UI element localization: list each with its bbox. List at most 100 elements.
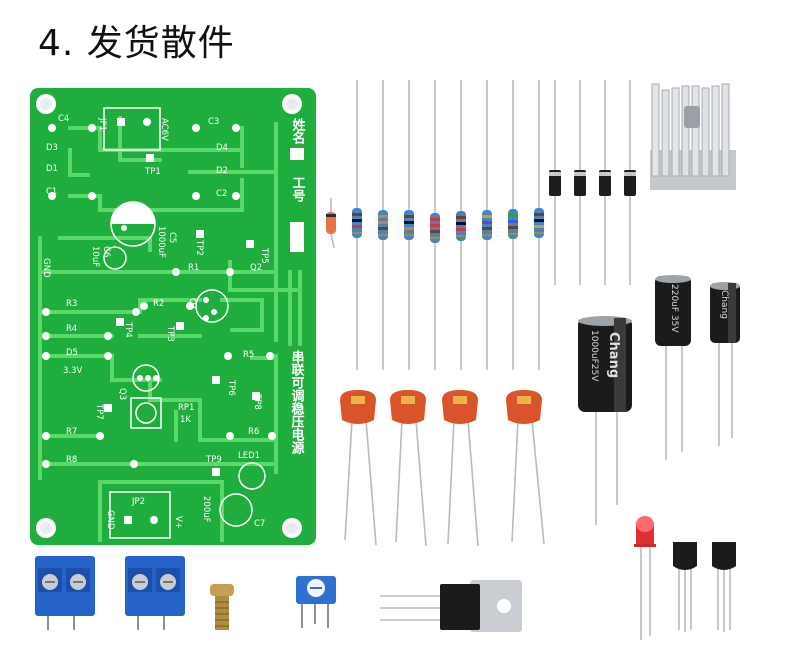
label-tp4: TP4 bbox=[123, 321, 133, 338]
label-jp2: JP2 bbox=[131, 497, 145, 507]
id-field-box bbox=[290, 222, 304, 252]
resistor bbox=[430, 80, 440, 370]
label-d4: D4 bbox=[216, 143, 228, 153]
pcb-mounting-holes bbox=[36, 94, 302, 538]
label-c6-value: 10uF bbox=[90, 246, 100, 267]
electrolytic-capacitor-small: Chang bbox=[710, 282, 740, 446]
label-gnd-bottom: GND bbox=[105, 510, 115, 530]
label-jp1: JP1 bbox=[97, 117, 107, 131]
label-rp1: RP1 bbox=[178, 403, 194, 413]
c6-footprint bbox=[103, 246, 127, 270]
rectifier-diode bbox=[549, 80, 561, 285]
label-tp8: TP8 bbox=[252, 393, 262, 410]
heatsink bbox=[650, 83, 736, 190]
label-r7: R7 bbox=[66, 427, 77, 437]
label-c3: C3 bbox=[208, 117, 219, 127]
label-tp7: TP7 bbox=[94, 403, 104, 420]
cap-large-rating: 1000uF25V bbox=[589, 330, 599, 382]
ceramic-capacitor bbox=[340, 390, 377, 546]
transistor bbox=[712, 542, 736, 632]
name-field-box bbox=[290, 148, 304, 160]
label-c4: C4 bbox=[58, 114, 69, 124]
label-tp2: TP2 bbox=[194, 239, 204, 256]
label-tp9: TP9 bbox=[205, 455, 222, 465]
label-q2: Q2 bbox=[250, 263, 262, 273]
label-r4: R4 bbox=[66, 324, 77, 334]
label-r5: R5 bbox=[243, 350, 254, 360]
label-tp6: TP6 bbox=[226, 379, 236, 396]
voltage-regulator bbox=[380, 580, 522, 632]
label-d5-value: 3.3V bbox=[63, 366, 83, 376]
terminal-block bbox=[125, 556, 185, 630]
terminal-block bbox=[35, 556, 95, 630]
resistor bbox=[482, 80, 492, 370]
pcb-board: C4 JP1 AC6V C3 D3 D4 D1 TP1 D2 C1 C2 C5 … bbox=[30, 88, 316, 545]
label-name-field: 姓名 bbox=[290, 117, 307, 145]
label-led1: LED1 bbox=[238, 451, 260, 461]
label-tp1: TP1 bbox=[144, 167, 161, 177]
label-d5: D5 bbox=[66, 348, 78, 358]
label-id-field: 工号 bbox=[290, 176, 306, 203]
rectifier-diode bbox=[574, 80, 586, 285]
rectifier-diode bbox=[599, 80, 611, 285]
label-c6: C6 bbox=[101, 246, 111, 257]
transistor bbox=[673, 542, 697, 632]
ceramic-capacitor-row bbox=[340, 390, 545, 547]
label-c1: C1 bbox=[46, 187, 57, 197]
resistor bbox=[456, 80, 466, 370]
pcb-silkscreen: C4 JP1 AC6V C3 D3 D4 D1 TP1 D2 C1 C2 C5 … bbox=[41, 114, 306, 530]
brass-screw bbox=[210, 584, 234, 630]
cap-large-brand: Chang bbox=[606, 332, 621, 378]
resistor-row bbox=[326, 80, 544, 370]
label-c5-value: 1000uF bbox=[156, 226, 166, 258]
label-rp1-value: 1K bbox=[180, 415, 191, 425]
glass-diode bbox=[326, 198, 336, 249]
ceramic-capacitor bbox=[506, 390, 545, 545]
label-d3: D3 bbox=[46, 143, 58, 153]
electrolytic-capacitor-large: 1000uF25V Chang bbox=[578, 316, 632, 525]
resistor bbox=[404, 80, 414, 370]
cap-medium-rating: 220uF 35V bbox=[669, 284, 679, 333]
label-r2: R2 bbox=[153, 299, 164, 309]
trimmer-potentiometer bbox=[296, 576, 336, 628]
label-r3: R3 bbox=[66, 299, 77, 309]
label-q1: Q1 bbox=[187, 298, 197, 310]
resistor bbox=[378, 80, 388, 370]
label-tp3: TP3 bbox=[165, 325, 175, 342]
c7-footprint bbox=[219, 493, 253, 527]
ceramic-capacitor bbox=[442, 390, 479, 547]
label-c5: C5 bbox=[167, 232, 177, 243]
resistor bbox=[508, 80, 518, 370]
label-c7-value: 200uF bbox=[201, 496, 211, 523]
label-d2: D2 bbox=[216, 166, 228, 176]
diode-row bbox=[549, 80, 636, 285]
ceramic-capacitor bbox=[390, 390, 427, 547]
led1-footprint bbox=[238, 462, 266, 490]
resistor bbox=[534, 80, 544, 370]
label-v-plus: V+ bbox=[173, 516, 183, 529]
q1-footprint bbox=[195, 289, 229, 323]
label-r1: R1 bbox=[188, 263, 199, 273]
page-title: 4. 发货散件 bbox=[38, 23, 235, 64]
label-gnd-top: GND bbox=[41, 258, 51, 278]
label-c2: C2 bbox=[216, 189, 227, 199]
electrolytic-capacitor-medium: 220uF 35V bbox=[655, 275, 691, 460]
label-tp5: TP5 bbox=[259, 247, 269, 264]
cap-small-brand: Chang bbox=[719, 290, 729, 319]
label-q3: Q3 bbox=[117, 388, 127, 400]
resistor bbox=[352, 80, 362, 370]
rp1-footprint bbox=[130, 397, 162, 429]
label-r6: R6 bbox=[248, 427, 259, 437]
jp1-footprint bbox=[103, 107, 161, 151]
label-ac6v: AC6V bbox=[159, 118, 169, 141]
label-board-title: 串联可调稳压电源 bbox=[289, 349, 305, 455]
label-c7: C7 bbox=[254, 519, 265, 529]
label-r8: R8 bbox=[66, 455, 77, 465]
pcb-footprints bbox=[42, 107, 304, 539]
rectifier-diode bbox=[624, 80, 636, 285]
jp2-footprint bbox=[109, 491, 171, 539]
pcb-substrate bbox=[30, 88, 316, 545]
red-led bbox=[634, 516, 656, 640]
label-d1: D1 bbox=[46, 164, 58, 174]
